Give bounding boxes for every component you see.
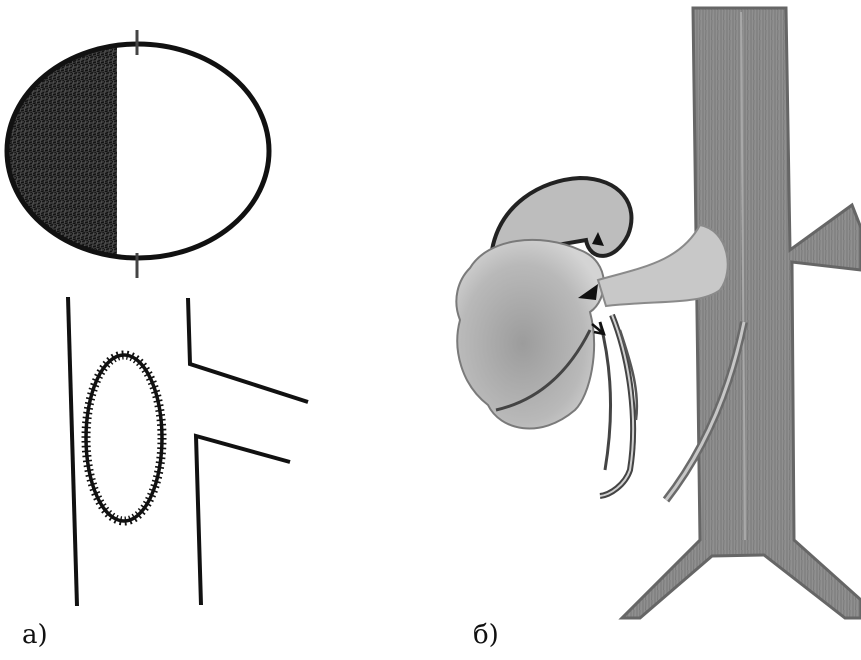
kidney-body — [456, 240, 603, 429]
panel-a — [7, 30, 308, 606]
panel-a-label: а) — [22, 622, 48, 648]
vessel-right-wall-lower — [196, 436, 290, 605]
panel-b-label: б) — [473, 622, 499, 648]
panel-b — [456, 8, 861, 618]
vessel-schematic — [68, 297, 308, 606]
suture-patch-outline — [86, 355, 162, 521]
vessel-left-wall — [68, 297, 77, 606]
hilar-vessel-1 — [600, 322, 610, 470]
vessel-right-wall-upper — [188, 298, 308, 402]
lesion-shaded-half — [7, 44, 117, 259]
specimen-circle — [7, 30, 269, 278]
